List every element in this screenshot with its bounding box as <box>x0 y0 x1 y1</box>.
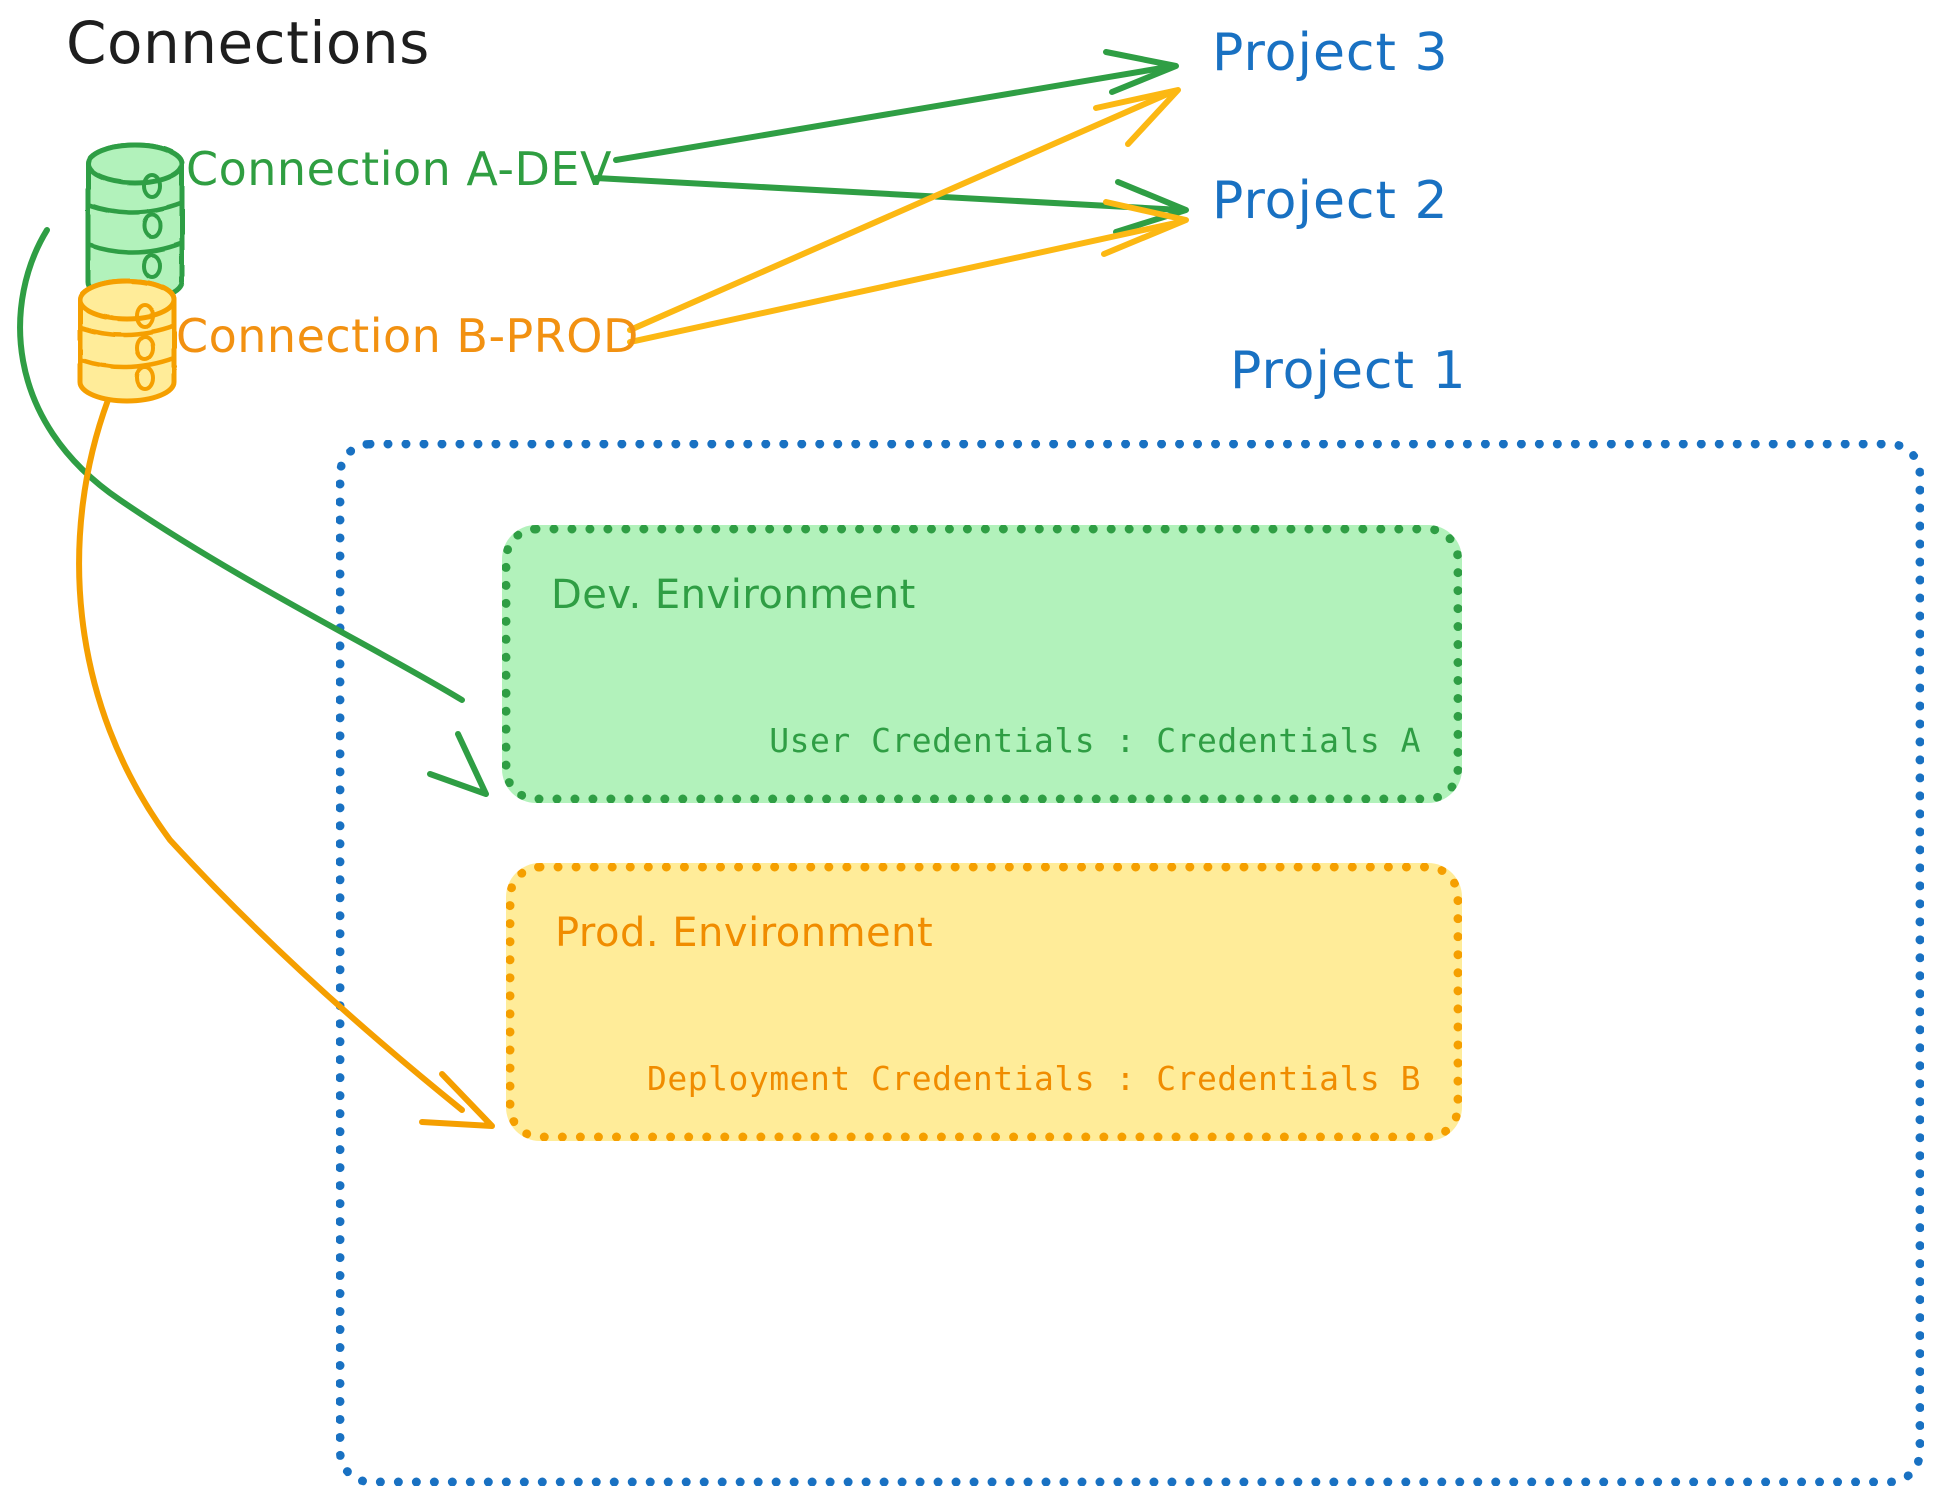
project-3-label[interactable]: Project 3 <box>1212 23 1449 83</box>
edge-conn-b-to-project-3 <box>627 87 1181 333</box>
dev-environment-credentials: User Credentials : Credentials A <box>769 721 1421 760</box>
page-title: Connections <box>66 9 430 77</box>
edge-conn-a-to-project-2 <box>593 175 1189 235</box>
edge-conn-a-to-project-3 <box>613 49 1179 163</box>
connection-b-prod-label[interactable]: Connection B-PROD <box>176 309 639 363</box>
prod-environment-box[interactable]: Prod. Environment Deployment Credentials… <box>506 863 1462 1141</box>
connection-a-dev-label[interactable]: Connection A-DEV <box>186 142 612 196</box>
dev-environment-title: Dev. Environment <box>551 572 916 618</box>
database-icon-connection-b[interactable] <box>77 278 177 404</box>
dev-environment-box[interactable]: Dev. Environment User Credentials : Cred… <box>502 525 1462 803</box>
database-icon-connection-a[interactable] <box>85 142 185 304</box>
prod-environment-credentials: Deployment Credentials : Credentials B <box>647 1059 1421 1098</box>
edge-conn-b-to-project-2 <box>627 199 1189 345</box>
project-1-label[interactable]: Project 1 <box>1230 341 1467 401</box>
prod-environment-title: Prod. Environment <box>555 910 934 956</box>
project-2-label[interactable]: Project 2 <box>1212 171 1449 231</box>
